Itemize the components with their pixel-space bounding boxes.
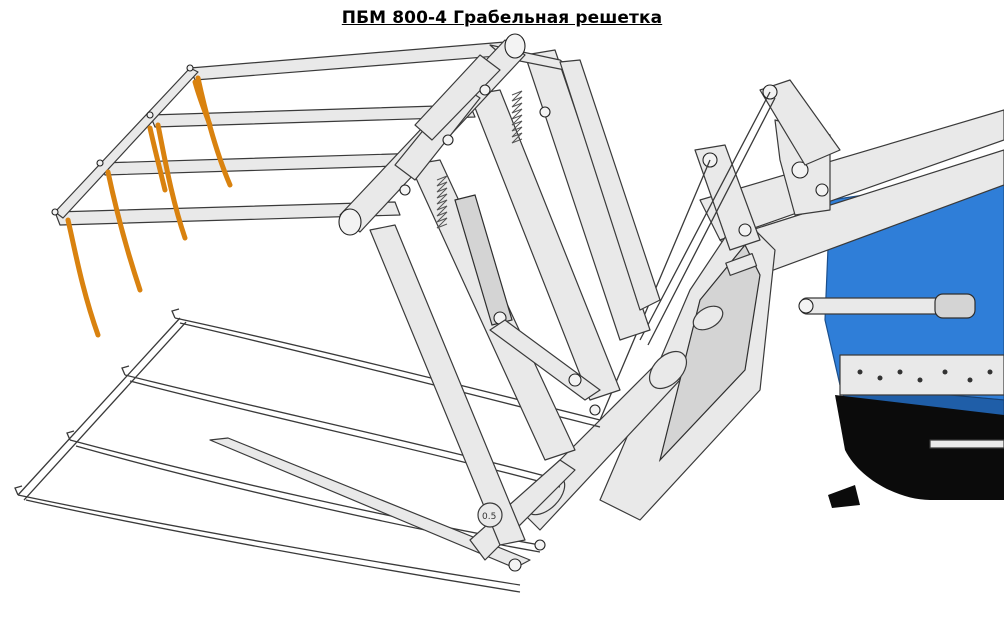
fork-tine [124, 374, 561, 481]
rake-tine [65, 217, 101, 338]
grapple-strut [209, 437, 531, 569]
rake-cylinder [454, 194, 513, 326]
parallel-rod [639, 91, 771, 341]
tube-end [504, 33, 526, 59]
drawing-title: ПБМ 800-4 Грабельная решетка [341, 8, 663, 28]
rake-bar [149, 104, 476, 128]
mudguard-edge [929, 439, 1004, 449]
grapple-pin [508, 558, 522, 572]
fork-front-edge [23, 321, 187, 501]
rear-upright [524, 49, 651, 341]
fork-tine-outer [17, 494, 521, 586]
rake-tine [105, 169, 143, 293]
boom-cylinder-head [934, 293, 976, 319]
pivot-pin [442, 134, 454, 146]
rake-tine [195, 75, 233, 188]
pivot-pin [568, 373, 582, 387]
loader-boom [514, 79, 1004, 531]
rear-frame-leg [559, 59, 661, 311]
pivot-pin [539, 106, 551, 118]
bottom-bracket [477, 502, 503, 528]
pivot-pin [589, 404, 601, 416]
fork-front-edge [17, 317, 181, 496]
rake-tines [65, 75, 233, 338]
tine-hook [66, 430, 75, 441]
bracket-pin [815, 183, 829, 197]
tractor-frame-plate [839, 354, 1004, 396]
frame-bolts [857, 369, 993, 383]
bracket-pin [791, 161, 809, 179]
tine-hook [121, 365, 130, 376]
rake-bar [54, 201, 401, 226]
rail-hook [96, 159, 104, 167]
rake-side-rail [54, 67, 199, 219]
pivot-pin [479, 84, 491, 96]
return-spring [436, 175, 448, 229]
upper-boom [699, 109, 1004, 241]
lever-pin [738, 223, 752, 237]
parallel-rod [647, 97, 776, 346]
rake-tine [192, 79, 213, 128]
pivot-pin [399, 184, 411, 196]
rail-hook [51, 208, 59, 216]
tilt-cylinder-end [648, 350, 688, 390]
fork-tine [129, 380, 561, 488]
tyre-tread-lug [828, 485, 860, 508]
return-spring [511, 90, 523, 144]
cylinder-pin [798, 298, 814, 314]
tractor-tyre [835, 395, 1004, 500]
rail-hook [186, 64, 194, 72]
rake-tine [155, 122, 188, 241]
rail-hook [146, 111, 154, 119]
decal-plate [725, 252, 758, 276]
tine-hook [14, 485, 23, 496]
left-upright [369, 224, 526, 546]
cross-tube [414, 54, 501, 141]
attach-frame: 0.5 [338, 33, 661, 546]
tube-end [338, 208, 362, 236]
top-lever [759, 79, 841, 166]
decal-oval [692, 305, 724, 331]
fork-tine-outer [25, 499, 521, 593]
bracket-marking: 0.5 [482, 512, 496, 522]
tine-hook [171, 308, 180, 319]
rake-tine [147, 125, 168, 193]
boom-tower-inner [658, 243, 761, 463]
rake-frame [51, 41, 511, 226]
grapple-pin [534, 539, 546, 551]
